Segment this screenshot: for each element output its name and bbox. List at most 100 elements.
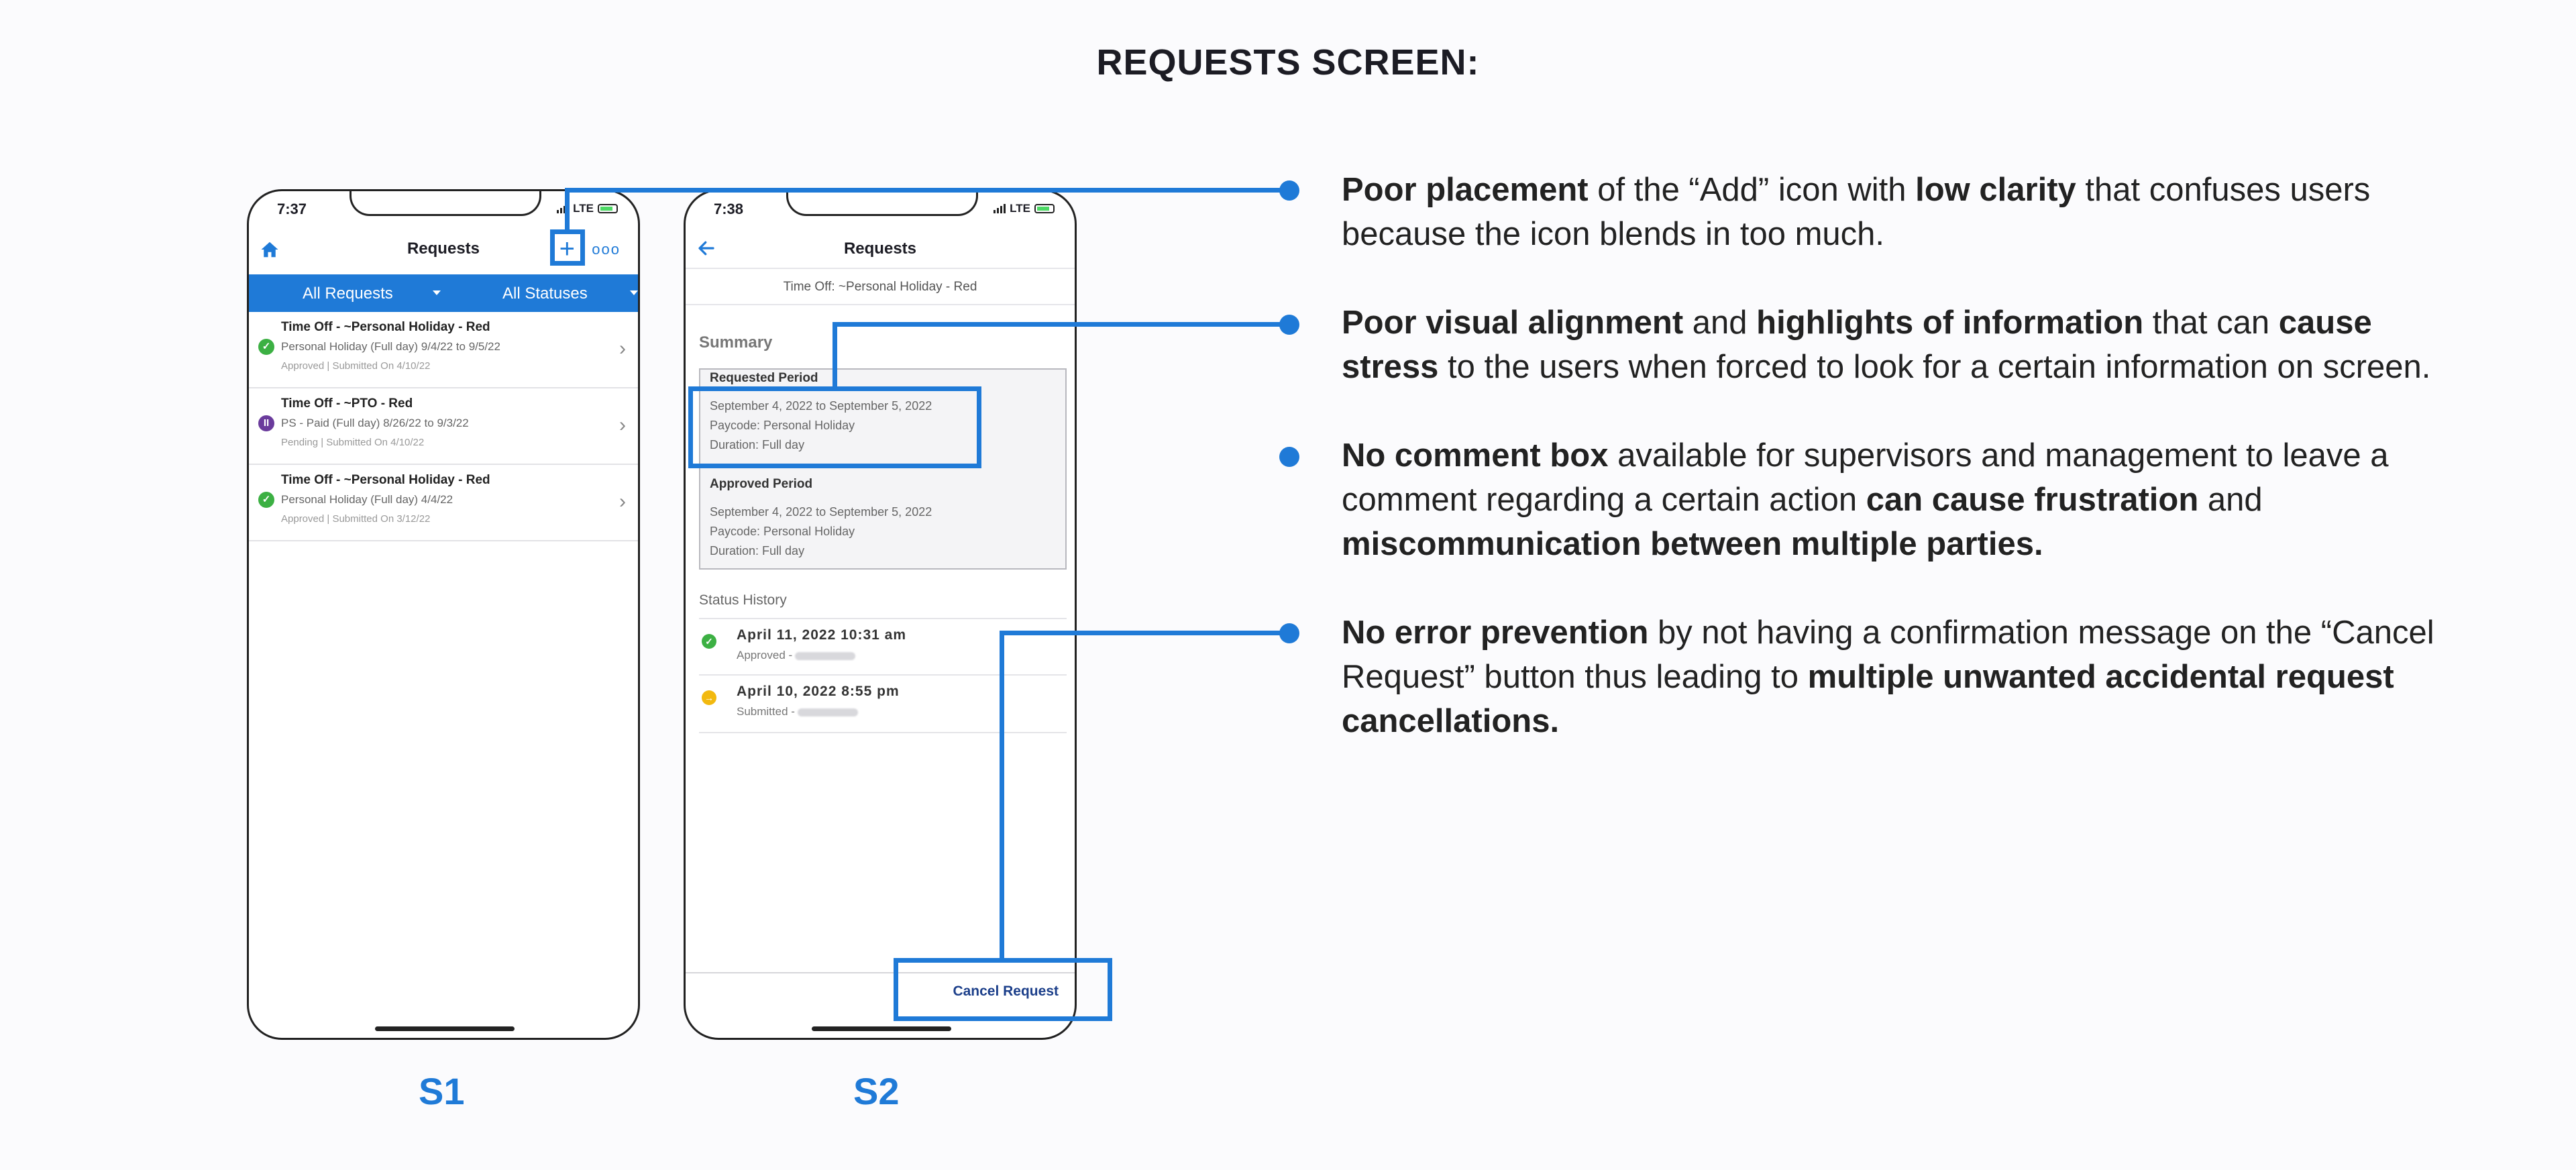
chevron-right-icon: › <box>619 337 626 360</box>
note-text: and <box>1683 305 1757 341</box>
request-title: Time Off - ~Personal Holiday - Red <box>281 473 490 487</box>
status-history-heading: Status History <box>699 592 787 608</box>
network-label: LTE <box>1010 202 1030 215</box>
approved-dates: September 4, 2022 to September 5, 2022 <box>710 505 932 519</box>
status-time: 7:38 <box>714 201 744 217</box>
note-text: to the users when forced to look for a c… <box>1438 349 2431 385</box>
connector-line <box>1000 631 1004 959</box>
screen-label-s2: S2 <box>853 1070 900 1112</box>
cancel-request-button[interactable]: Cancel Request <box>953 983 1059 999</box>
phone-screen-s1: 7:37 LTE Requests + ooo All Requests All… <box>247 189 640 1040</box>
bullet-dot <box>1279 623 1299 643</box>
note-text: of the “Add” icon with <box>1588 172 1916 208</box>
note-emphasis: No comment box <box>1342 437 1609 474</box>
requested-dates: September 4, 2022 to September 5, 2022 <box>710 399 932 413</box>
page-title: REQUESTS SCREEN: <box>1096 42 1480 83</box>
history-item: → April 10, 2022 8:55 pm Submitted - <box>699 674 1067 733</box>
requested-paycode: Paycode: Personal Holiday <box>710 419 855 432</box>
request-title: Time Off - ~PTO - Red <box>281 396 413 411</box>
nav-bar: Requests + ooo <box>249 231 638 268</box>
history-action: Approved - <box>737 649 856 662</box>
list-item[interactable]: ✓ Time Off - ~Personal Holiday - Red Per… <box>249 312 638 388</box>
request-meta: Approved | Submitted On 3/12/22 <box>281 513 431 525</box>
signal-icon <box>994 204 1006 213</box>
note-error-prevention: No error prevention by not having a conf… <box>1342 610 2455 743</box>
connector-line <box>565 188 570 231</box>
back-arrow-icon[interactable] <box>695 238 718 258</box>
approved-duration: Duration: Full day <box>710 544 805 557</box>
request-meta: Approved | Submitted On 4/10/22 <box>281 360 431 372</box>
note-visual-alignment: Poor visual alignment and highlights of … <box>1342 301 2455 389</box>
redacted-name <box>795 651 856 660</box>
approved-period-heading: Approved Period <box>710 477 813 491</box>
filter-all-statuses[interactable]: All Statuses <box>502 284 588 303</box>
request-detail: Personal Holiday (Full day) 4/4/22 <box>281 493 453 506</box>
request-submitted: Submitted On 4/10/22 <box>332 360 431 372</box>
note-emphasis: Poor placement <box>1342 172 1589 208</box>
note-emphasis: cause stress <box>1342 305 2372 385</box>
status-indicators: LTE <box>994 202 1055 215</box>
list-item[interactable]: II Time Off - ~PTO - Red PS - Paid (Full… <box>249 388 638 465</box>
request-meta: Pending | Submitted On 4/10/22 <box>281 437 425 448</box>
bottom-bar <box>686 972 1075 973</box>
phone-screen-s2: 7:38 LTE Requests Time Off: ~Personal Ho… <box>684 189 1077 1040</box>
history-date: April 10, 2022 8:55 pm <box>737 684 900 699</box>
list-item[interactable]: ✓ Time Off - ~Personal Holiday - Red Per… <box>249 465 638 541</box>
request-status: Pending <box>281 437 319 448</box>
requested-period-heading: Requested Period <box>710 371 818 385</box>
summary-box: Requested Period September 4, 2022 to Se… <box>699 368 1067 570</box>
add-icon-highlight <box>550 229 585 266</box>
request-detail: Personal Holiday (Full day) 9/4/22 to 9/… <box>281 340 500 353</box>
bullet-dot <box>1279 315 1299 335</box>
requested-duration: Duration: Full day <box>710 438 805 451</box>
history-action-label: Submitted - <box>737 705 795 718</box>
request-status: Approved <box>281 360 325 372</box>
connector-line <box>565 188 1289 193</box>
phone-notch <box>350 191 541 216</box>
note-add-icon: Poor placement of the “Add” icon with lo… <box>1342 168 2455 256</box>
note-text: that can <box>2143 305 2279 341</box>
more-dots-icon[interactable]: ooo <box>592 241 621 258</box>
redacted-name <box>797 708 858 716</box>
note-emphasis: No error prevention <box>1342 615 1649 651</box>
pause-circle-icon: II <box>258 415 274 431</box>
request-list: ✓ Time Off - ~Personal Holiday - Red Per… <box>249 312 638 541</box>
chevron-right-icon: › <box>619 490 626 513</box>
history-action: Submitted - <box>737 705 858 719</box>
history-item: ✓ April 11, 2022 10:31 am Approved - <box>699 618 1067 676</box>
note-emphasis: multiple unwanted accidental request can… <box>1342 659 2394 739</box>
plus-icon[interactable]: + <box>559 234 575 264</box>
bullet-dot <box>1279 447 1299 467</box>
note-emphasis: miscommunication between multiple partie… <box>1342 526 2043 562</box>
filter-bar: All Requests All Statuses <box>249 274 638 312</box>
note-emphasis: highlights of information <box>1756 305 2144 341</box>
check-circle-icon: ✓ <box>258 339 274 355</box>
note-text: available for supervisors and management… <box>1342 437 2389 518</box>
note-emphasis: can cause frustration <box>1866 482 2199 518</box>
filter-all-requests[interactable]: All Requests <box>303 284 393 303</box>
request-subheader: Time Off: ~Personal Holiday - Red <box>686 268 1075 305</box>
note-emphasis: Poor visual alignment <box>1342 305 1684 341</box>
summary-heading: Summary <box>699 333 773 352</box>
connector-line <box>833 322 1289 327</box>
nav-bar: Requests <box>686 231 1075 268</box>
home-icon[interactable] <box>260 240 280 260</box>
request-submitted: Submitted On 4/10/22 <box>326 437 425 448</box>
cancel-button-highlight <box>894 958 1112 1021</box>
home-indicator <box>375 1026 515 1031</box>
status-time: 7:37 <box>277 201 307 217</box>
battery-icon <box>1034 204 1055 213</box>
note-emphasis: low clarity <box>1915 172 2076 208</box>
request-detail: PS - Paid (Full day) 8/26/22 to 9/3/22 <box>281 417 469 429</box>
note-text: that confuses users because the icon ble… <box>1342 172 2371 252</box>
home-indicator <box>812 1026 951 1031</box>
request-status: Approved <box>281 513 325 525</box>
approved-paycode: Paycode: Personal Holiday <box>710 525 855 538</box>
request-submitted: Submitted On 3/12/22 <box>332 513 431 525</box>
note-comment-box: No comment box available for supervisors… <box>1342 433 2455 566</box>
screen-label-s1: S1 <box>419 1070 465 1112</box>
requested-period-highlight <box>688 386 981 468</box>
chevron-down-icon <box>630 290 638 295</box>
bullet-dot <box>1279 180 1299 201</box>
note-text: by not having a confirmation message on … <box>1342 615 2434 695</box>
